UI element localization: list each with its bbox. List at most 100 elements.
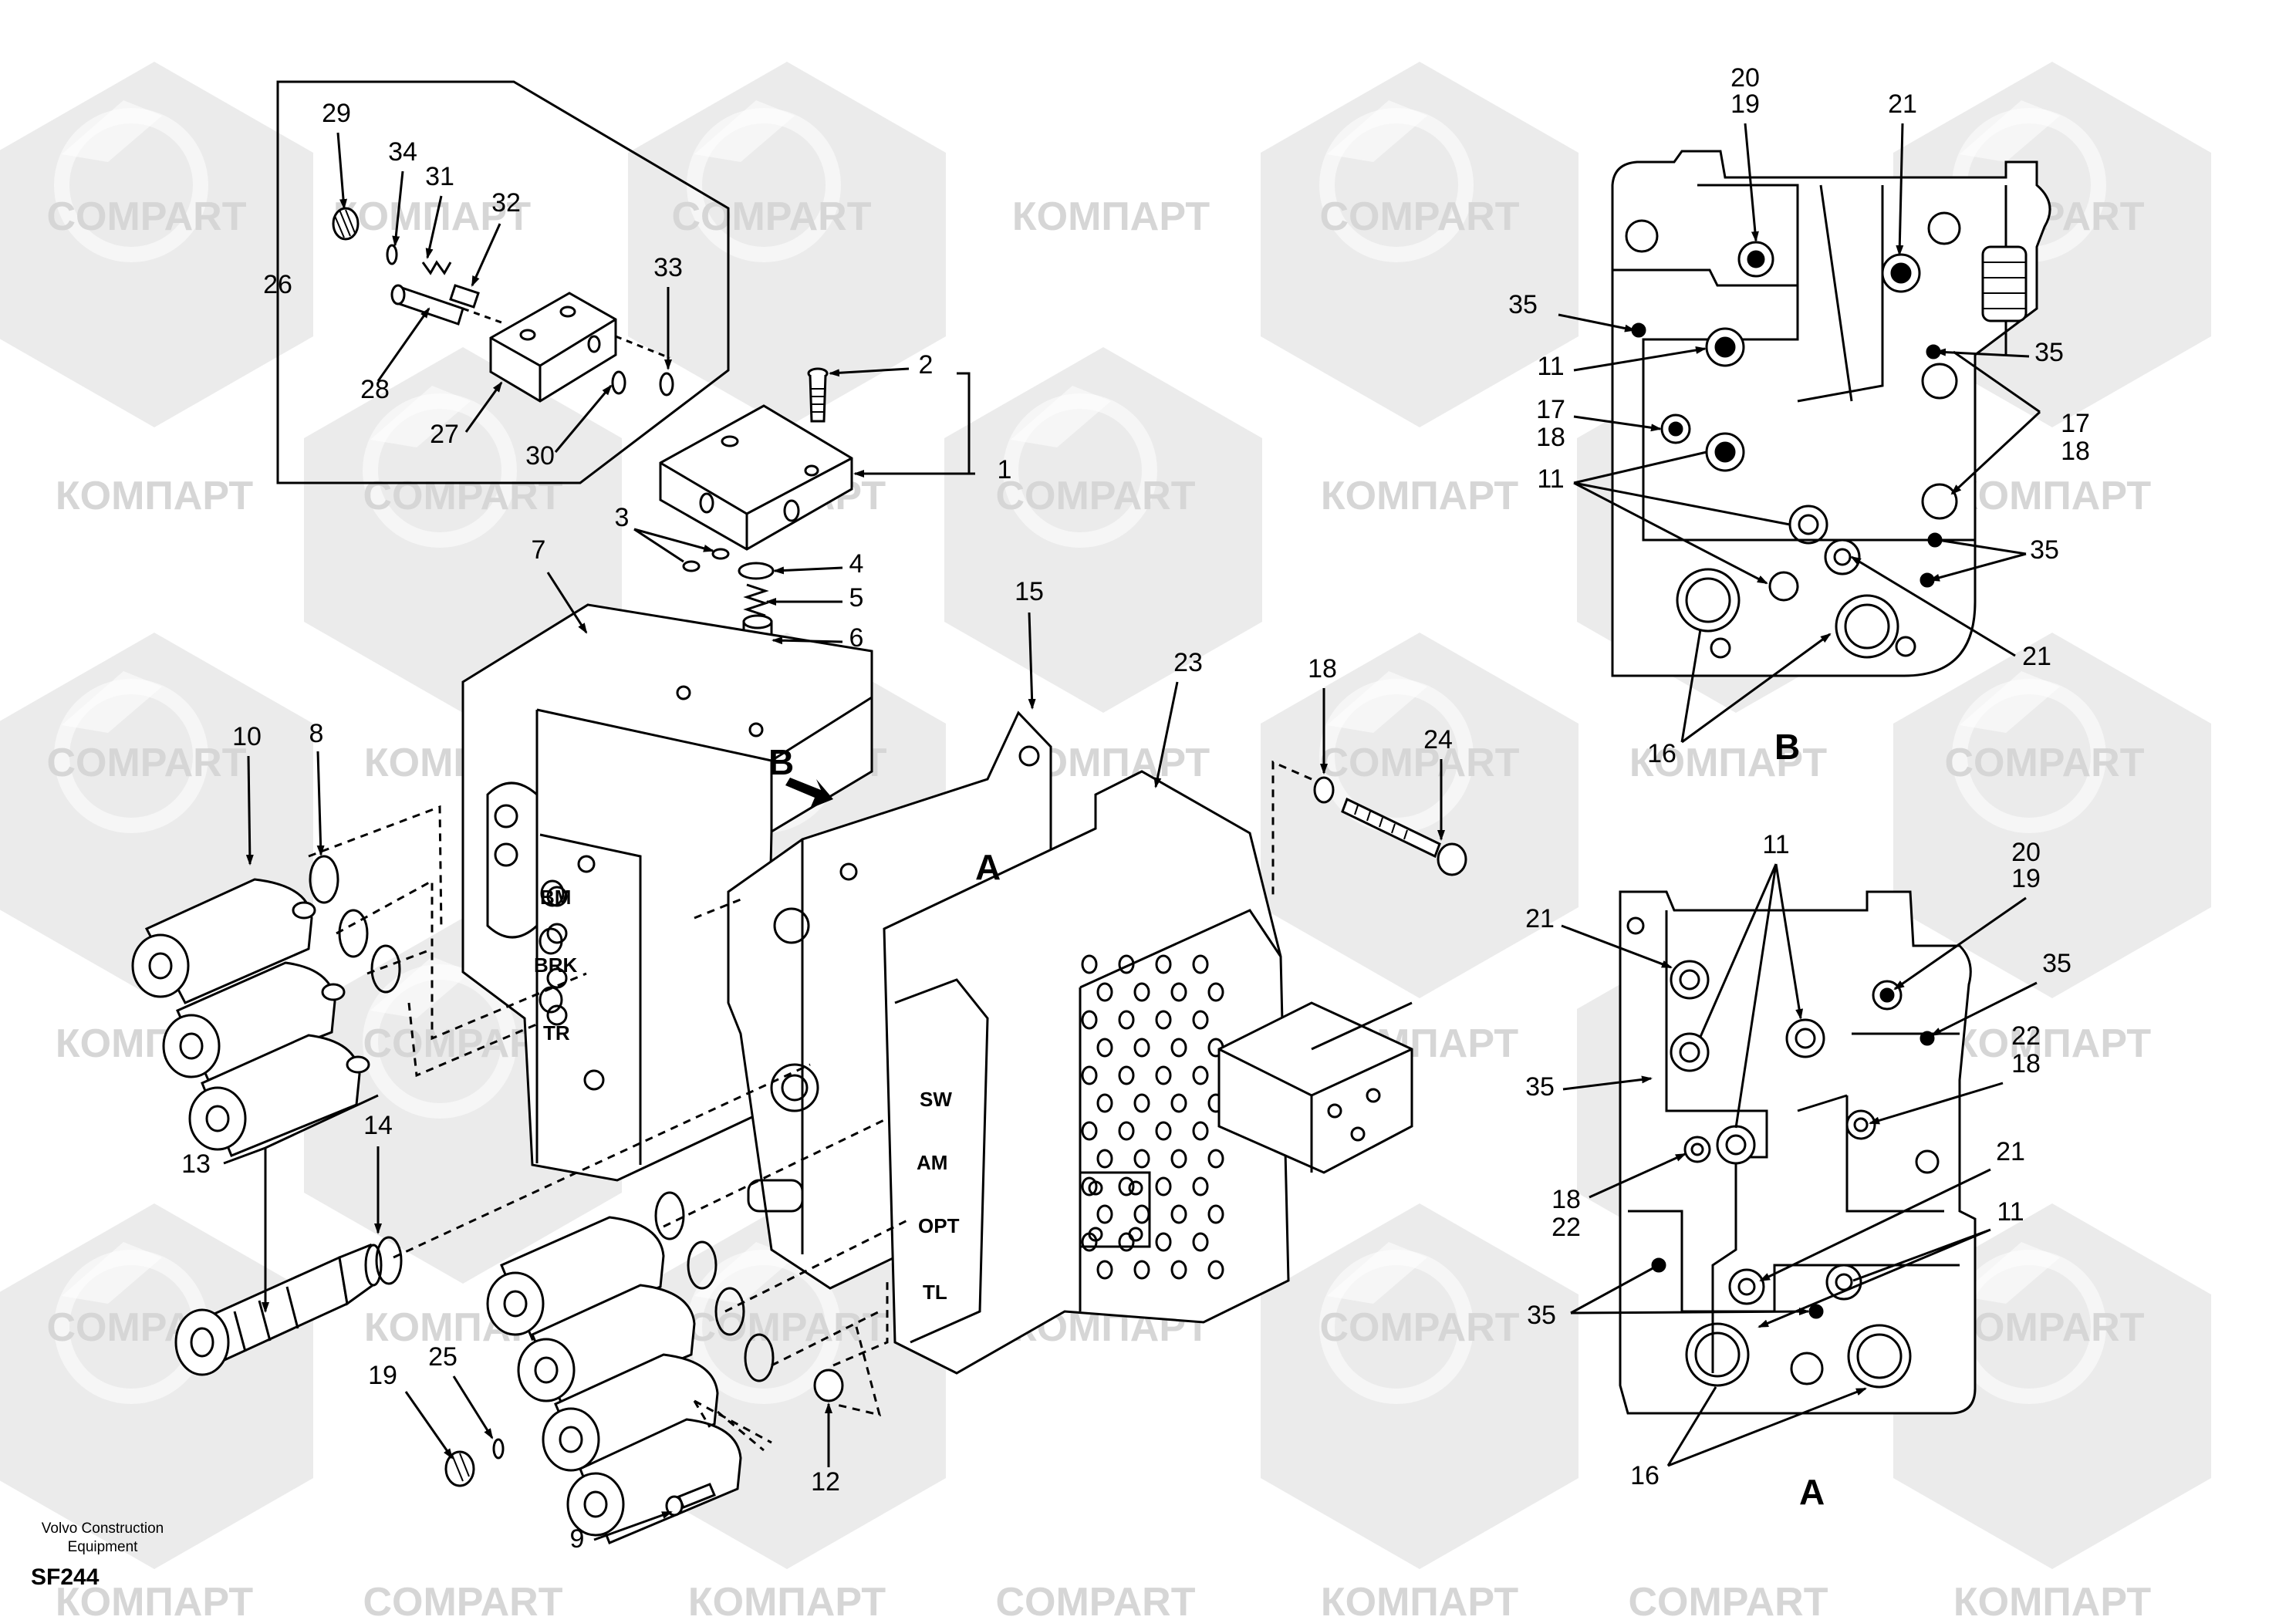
callout-number: 29 <box>322 99 351 128</box>
callout-number: 25 <box>428 1342 458 1372</box>
callout-number: 20 <box>1730 63 1760 93</box>
callout-number: 5 <box>849 583 864 613</box>
callout-leader <box>376 307 430 382</box>
port-hole <box>1133 1149 1150 1169</box>
part-24-bolt <box>1341 797 1467 876</box>
callout-leader <box>1028 612 1036 710</box>
port-hole <box>1207 1149 1224 1169</box>
port-hole <box>1170 1038 1187 1058</box>
watermark-text: COMPART <box>671 194 871 239</box>
callout-leader <box>1589 1153 1687 1199</box>
callout-leader <box>1744 123 1759 242</box>
callout-number: 2 <box>919 350 934 380</box>
watermark-text: КОМПАРТ <box>1953 1021 2151 1066</box>
callout-number: 27 <box>430 420 459 449</box>
port-hole <box>1155 1232 1172 1252</box>
callout-number: 11 <box>1537 464 1564 494</box>
callout-number: 21 <box>2022 642 2051 671</box>
part-9-screw <box>665 1483 716 1517</box>
callout-leader <box>1573 346 1707 372</box>
port-hole <box>1118 1010 1135 1030</box>
watermark-text: КОМПАРТ <box>688 1580 886 1620</box>
callout-leader <box>464 381 503 433</box>
marker-tl: TL <box>923 1281 947 1304</box>
callouts: 1234567891012131415181923242526272829303… <box>181 63 2090 1554</box>
callout-leader <box>392 170 404 247</box>
callout-leader <box>1893 896 2027 991</box>
part-9-solenoid-cluster <box>486 1216 742 1544</box>
callout-number: 13 <box>181 1149 211 1179</box>
watermark-text: КОМПАРТ <box>56 1580 253 1620</box>
callout-leader <box>633 528 713 563</box>
part-1-cover <box>659 404 853 551</box>
port-hole <box>1192 1176 1209 1196</box>
callout-number: 3 <box>615 503 630 532</box>
bracket-line <box>957 372 971 474</box>
callout-leader <box>829 367 910 377</box>
callout-number: 32 <box>491 188 521 218</box>
watermark-text: COMPART <box>1319 1305 1519 1350</box>
port-hole <box>1207 1204 1224 1224</box>
callout-leader <box>1850 555 2016 657</box>
callout-number: 26 <box>263 270 292 299</box>
callout-number: 11 <box>1537 352 1564 381</box>
part-23-solenoid <box>1217 1001 1413 1174</box>
callout-leader <box>1952 350 2041 494</box>
detail-view-b <box>1611 150 2051 677</box>
callout-number: 17 <box>2061 409 2090 438</box>
port-hole <box>1081 1065 1098 1085</box>
callout-number: 11 <box>1762 830 1789 859</box>
part-10-solenoid-cluster <box>131 878 370 1157</box>
callout-number: 19 <box>368 1361 397 1390</box>
callout-number: 28 <box>360 375 390 404</box>
port-hole <box>1096 982 1113 1002</box>
callout-leader <box>471 223 501 287</box>
manufacturer-line1: Volvo Construction <box>41 1520 164 1537</box>
callout-number: 30 <box>525 441 555 471</box>
marker-bm: BM <box>540 886 571 909</box>
callout-number: 35 <box>1525 1072 1555 1102</box>
callout-leader <box>1570 1265 1808 1313</box>
watermark-text: КОМПАРТ <box>1012 194 1210 239</box>
callout-number: 16 <box>1647 739 1676 768</box>
marker-am: AM <box>917 1151 947 1174</box>
callout-leader <box>1680 629 1830 744</box>
watermark-text: КОМПАРТ <box>1953 1580 2151 1620</box>
watermark-text: COMPART <box>1319 194 1519 239</box>
callout-leader <box>1935 348 2030 358</box>
part-18-washer <box>1313 776 1335 804</box>
callout-leader <box>1573 415 1662 432</box>
port-hole <box>1081 1010 1098 1030</box>
watermark-text: COMPART <box>1628 1580 1828 1620</box>
part-12-plug <box>813 1369 844 1402</box>
port-hole <box>1170 1260 1187 1280</box>
port-hole <box>1118 1065 1135 1085</box>
part-28-31-32-pin-assembly <box>390 260 502 326</box>
watermark-text: КОМПАРТ <box>56 474 253 518</box>
callout-number: 21 <box>1996 1137 2025 1166</box>
part-23-valve-section <box>883 770 1290 1375</box>
port-hole <box>1155 1121 1172 1141</box>
watermark-text: COMPART <box>1944 741 2144 785</box>
watermark-text: КОМПАРТ <box>1953 474 2151 518</box>
dashed-links-left <box>308 805 741 1078</box>
port-hole <box>1096 1260 1113 1280</box>
callout-number: 18 <box>1308 654 1337 683</box>
callout-number: 35 <box>2042 949 2071 978</box>
callout-leader <box>1930 981 2038 1037</box>
callout-number: 16 <box>1630 1461 1660 1490</box>
manufacturer-line2: Equipment <box>67 1539 138 1555</box>
port-hole <box>1118 1176 1135 1196</box>
callout-leader <box>1699 863 1801 1129</box>
callout-number: 31 <box>425 162 454 191</box>
port-hole <box>1192 1010 1209 1030</box>
port-hole <box>1155 1010 1172 1030</box>
callout-leader <box>1561 924 1673 969</box>
callout-number: 17 <box>1536 395 1565 424</box>
part-30-oring <box>611 370 626 395</box>
callout-number: 20 <box>2011 838 2041 867</box>
part-14-oring <box>375 1236 403 1285</box>
callout-leader <box>546 572 588 634</box>
